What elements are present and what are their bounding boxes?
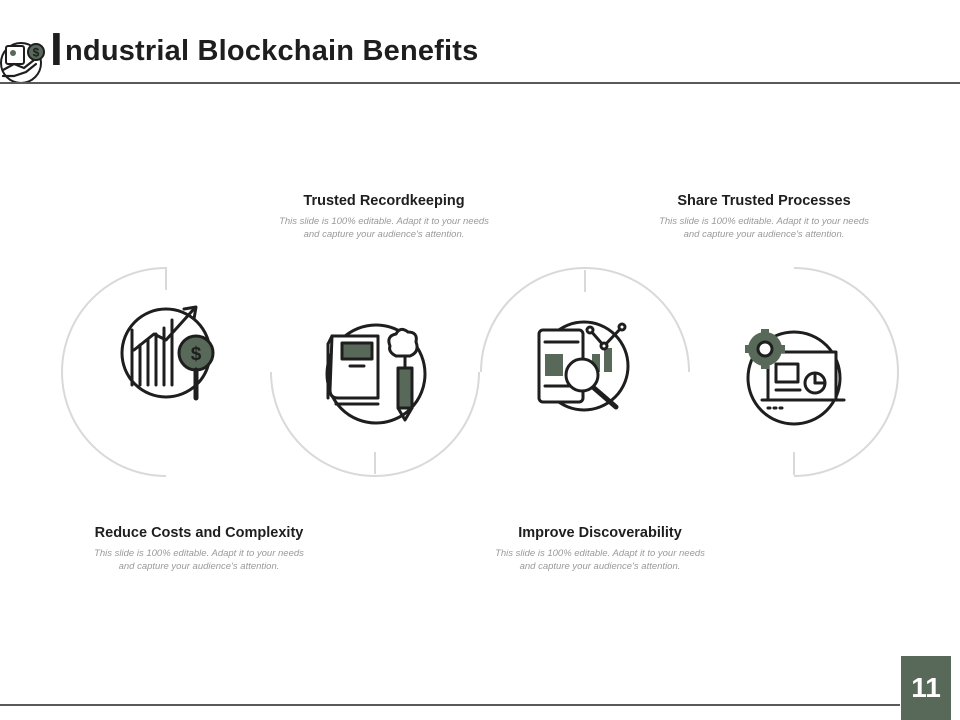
title-initial: I xyxy=(50,23,63,75)
arc-2 xyxy=(270,371,480,477)
benefit-description: This slide is 100% editable. Adapt it to… xyxy=(279,216,489,240)
book-idea-pencil-icon xyxy=(325,323,427,425)
benefit-title: Reduce Costs and Complexity xyxy=(94,525,304,541)
footer-rule xyxy=(0,704,900,706)
growth-chart-dollar-icon: $ xyxy=(120,305,215,401)
svg-text:$: $ xyxy=(191,344,202,365)
benefit-trusted-recordkeeping: Trusted Recordkeeping This slide is 100%… xyxy=(254,193,514,241)
benefit-title: Share Trusted Processes xyxy=(677,193,851,209)
svg-text:$: $ xyxy=(33,46,40,60)
arc-3 xyxy=(480,267,690,373)
benefit-description: This slide is 100% editable. Adapt it to… xyxy=(495,548,705,572)
benefit-description: This slide is 100% editable. Adapt it to… xyxy=(94,548,304,572)
mobile-analytics-search-icon xyxy=(537,320,630,412)
benefit-title: Trusted Recordkeeping xyxy=(303,193,465,209)
gear-presentation-icon xyxy=(745,329,846,426)
benefit-improve-discoverability: Improve Discoverability This slide is 10… xyxy=(470,525,730,573)
arc-4 xyxy=(793,267,899,477)
page-number: 11 xyxy=(901,656,951,720)
benefit-share-trusted-processes: Share Trusted Processes This slide is 10… xyxy=(634,193,894,241)
benefit-title: Improve Discoverability xyxy=(518,525,682,541)
benefit-description: This slide is 100% editable. Adapt it to… xyxy=(659,216,869,240)
title-text: ndustrial Blockchain Benefits xyxy=(64,35,479,67)
benefit-reduce-costs: Reduce Costs and Complexity This slide i… xyxy=(69,525,329,573)
header-rule xyxy=(0,82,960,84)
page-title: Industrial Blockchain Benefits xyxy=(50,22,478,76)
arc-1 xyxy=(61,267,167,477)
